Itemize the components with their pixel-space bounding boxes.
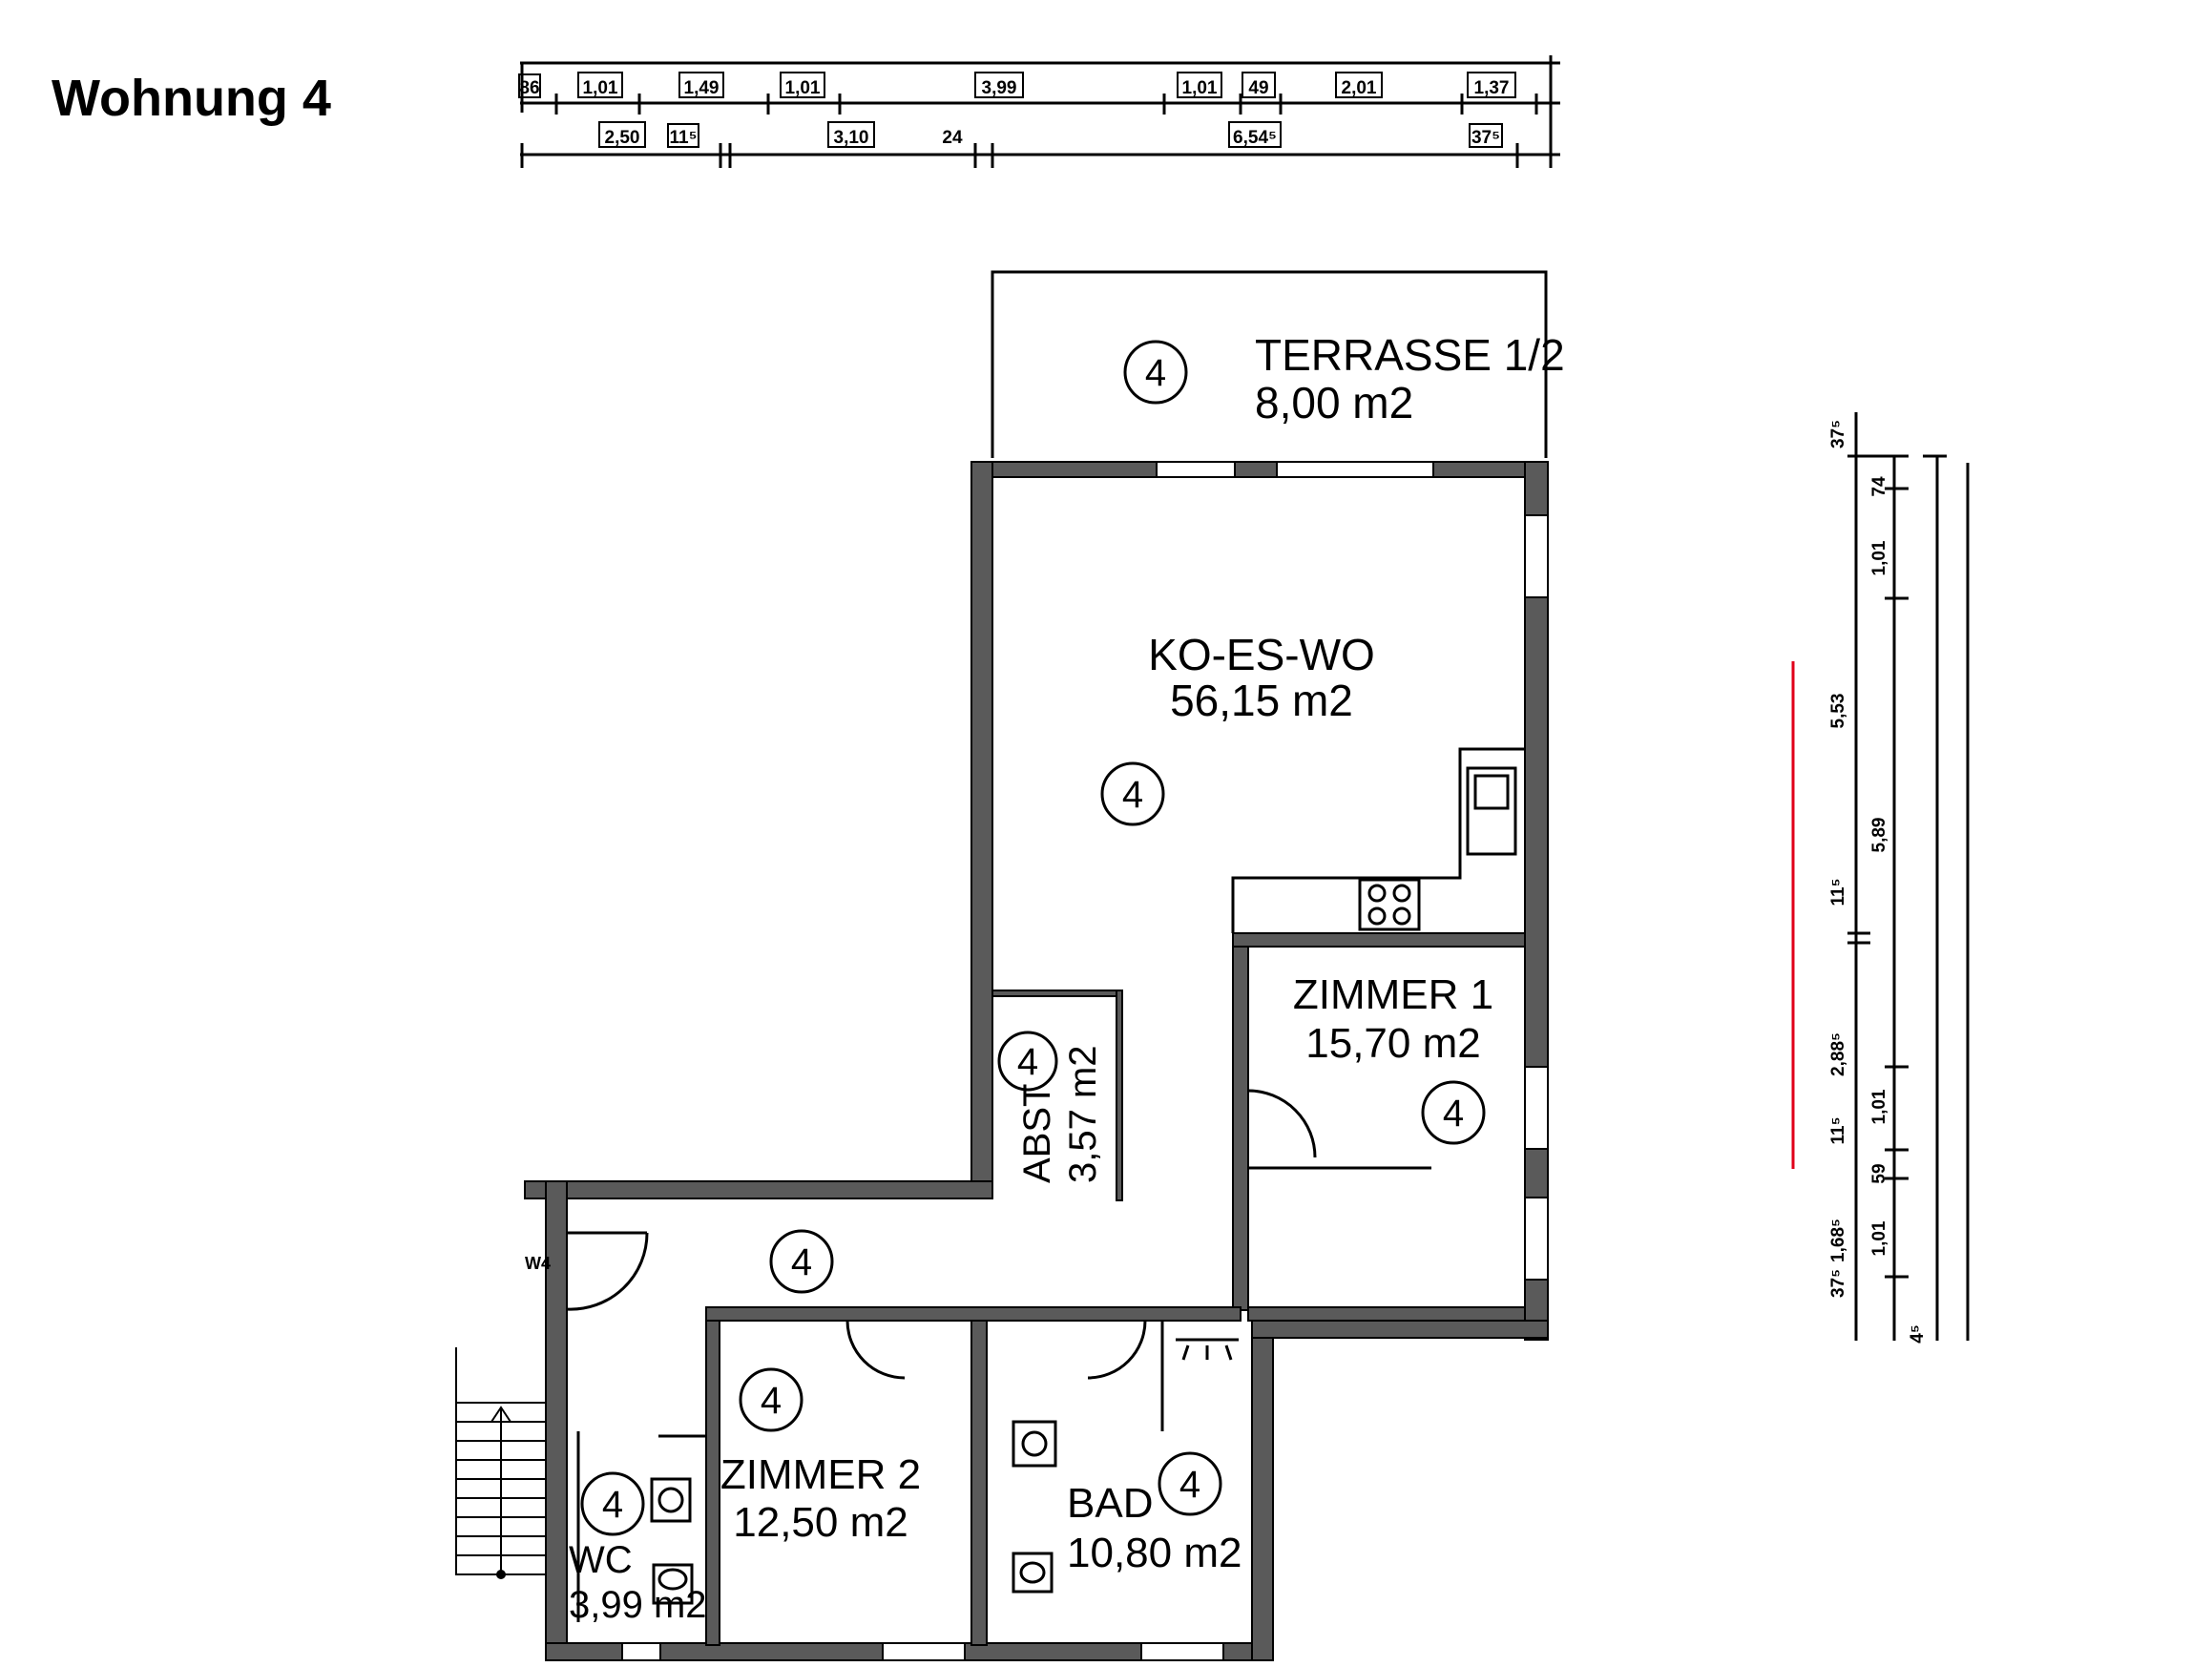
room-labels: TERRASSE 1/2 8,00 m2 KO-ES-WO 56,15 m2 Z… [525,330,1565,1626]
room-number-circles [580,340,1486,1536]
dim-top-8: 2,01 [1342,78,1377,98]
zimmer1-name: ZIMMER 1 [1293,971,1493,1018]
dim-right-8: 1,01 [1869,1089,1889,1124]
dim-right-14: 4⁵ [1908,1324,1928,1344]
bad-sink-icon [1012,1420,1057,1468]
unit-number-zimmer1: 4 [1443,1093,1464,1135]
dim-right-6: 11⁵ [1828,878,1848,906]
dim-right-9: 11⁵ [1828,1116,1848,1144]
terrasse-name: TERRASSE 1/2 [1255,330,1565,380]
abst-name: ABST [1016,1084,1058,1183]
dim-top-3: 1,49 [684,78,720,98]
entrance-label: W4 [525,1254,551,1273]
dim-top-4: 1,01 [785,78,821,98]
stove-icon [1358,878,1421,931]
top-dimension-labels: 86 1,01 1,49 1,01 3,99 1,01 49 2,01 1,37… [519,78,1509,148]
page-title: Wohnung 4 [52,70,331,127]
unit-number-koeswo: 4 [1122,774,1143,816]
abst-area: 3,57 m2 [1062,1045,1104,1183]
terrasse-area: 8,00 m2 [1255,378,1413,427]
dim-top-9: 1,37 [1474,78,1510,98]
dim-top2-2: 11⁵ [669,128,697,148]
dim-right-10: 59 [1869,1163,1889,1183]
room-number-labels: 4 4 4 4 4 4 4 4 [602,352,1464,1526]
koeswo-area: 56,15 m2 [1170,676,1353,725]
unit-number-terrasse: 4 [1145,352,1166,394]
stairs [455,1347,547,1579]
dim-top-1: 86 [519,78,539,98]
wc-name: WC [569,1539,633,1581]
zimmer2-name: ZIMMER 2 [720,1451,921,1498]
dim-top-6: 1,01 [1182,78,1218,98]
top-dimension-chains [520,55,1560,168]
bad-toilet-icon [1012,1552,1054,1594]
zimmer1-area: 15,70 m2 [1305,1020,1480,1067]
sink-icon [1466,766,1517,856]
toilet-icon [652,1563,694,1605]
kitchen-counter [1231,747,1525,933]
doors [566,1089,1431,1431]
koeswo-name: KO-ES-WO [1148,630,1375,679]
dim-top2-6: 37⁵ [1471,128,1500,148]
dim-top2-1: 2,50 [605,128,640,148]
dim-right-5: 5,89 [1869,818,1889,853]
bad-name: BAD [1067,1480,1153,1527]
dim-top-5: 3,99 [982,78,1017,98]
dim-right-3: 1,01 [1869,540,1889,575]
bad-area: 10,80 m2 [1067,1530,1242,1576]
dim-top-7: 49 [1248,78,1268,98]
unit-number-bad: 4 [1179,1464,1200,1506]
dim-top2-4: 24 [942,128,963,148]
zimmer2-area: 12,50 m2 [733,1499,908,1546]
terrace [991,270,1548,458]
unit-number-corridor: 4 [791,1241,812,1283]
top-dimension-boxes [518,72,1516,148]
dim-right-1: 37⁵ [1828,420,1848,448]
dim-right-2: 74 [1869,476,1889,497]
dim-right-13: 1,68⁵ [1828,1219,1848,1262]
dim-right-11: 1,01 [1869,1220,1889,1256]
right-dimension-chains [1847,412,1970,1341]
dim-top2-5: 6,54⁵ [1233,128,1277,148]
unit-number-zimmer2: 4 [761,1380,782,1422]
dim-top-2: 1,01 [583,78,618,98]
dim-top2-3: 3,10 [834,128,869,148]
unit-number-abst: 4 [1017,1041,1038,1083]
windows [621,461,1549,1661]
unit-number-wc: 4 [602,1484,623,1526]
dim-right-4: 5,53 [1828,694,1848,729]
fixtures [576,1338,1239,1622]
right-dimension-labels: 37⁵ 74 1,01 5,53 5,89 11⁵ 2,88⁵ 1,01 11⁵… [1828,420,1928,1344]
dim-right-7: 2,88⁵ [1828,1032,1848,1076]
wc-area: 3,99 m2 [569,1584,707,1626]
dim-right-12: 37⁵ [1828,1269,1848,1298]
wc-sink-icon [650,1477,692,1523]
